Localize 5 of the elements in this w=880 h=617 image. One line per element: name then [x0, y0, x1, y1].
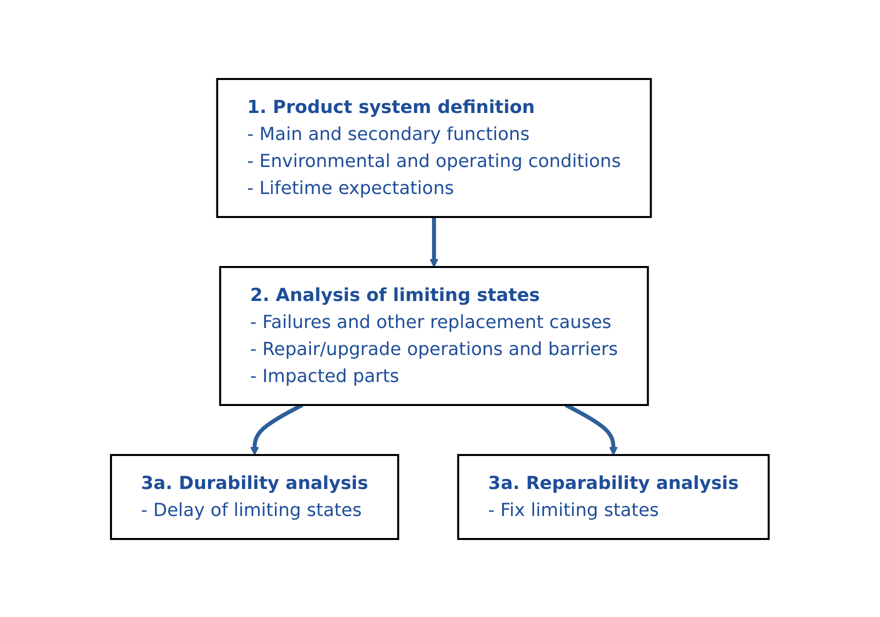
node-box: 3a. Reparability analysis - Fix limiting states: [457, 454, 770, 540]
node-box: 2. Analysis of limiting states - Failures and other replacement causes - Repair/upgrade operations and barriers - Impacted parts: [219, 266, 650, 406]
arrow: [430, 216, 439, 267]
node-box: 3a. Durability analysis - Delay of limiting states: [110, 454, 400, 540]
node-box: 1. Product system definition - Main and secondary functions - Environmental and operating conditions - Lifetime expectations: [216, 78, 652, 218]
